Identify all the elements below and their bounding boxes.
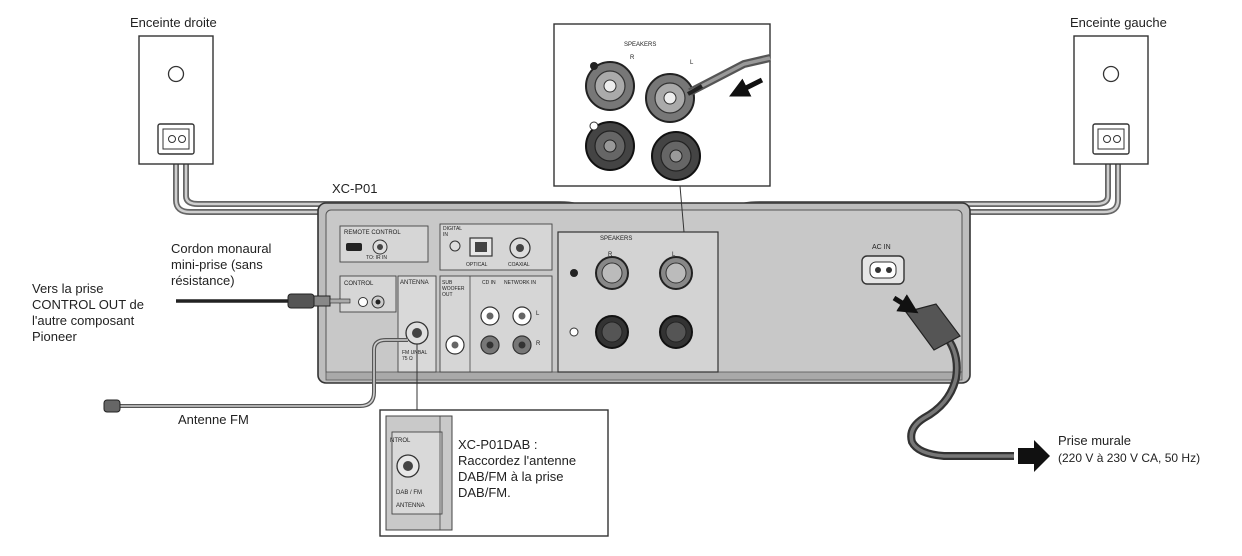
panel-to-ir-in-label: TO: IR IN	[366, 255, 388, 261]
panel-r-label: R	[536, 341, 541, 347]
mono-cord-line-1: Cordon monaural	[171, 241, 272, 256]
panel-coaxial-label: COAXIAL	[508, 262, 530, 268]
panel-ac-in-label: AC IN	[872, 244, 891, 251]
panel-network-in-label: NETWORK IN	[504, 280, 536, 286]
right-speaker	[138, 35, 214, 165]
left-speaker	[1073, 35, 1149, 165]
inset-dab-control: NTROL	[390, 438, 411, 444]
mono-cord-line-3: résistance)	[171, 273, 235, 288]
left-speaker-label: Enceinte gauche	[1070, 15, 1167, 30]
panel-antenna-label: ANTENNA	[400, 280, 429, 286]
fm-antenna-label: Antenne FM	[178, 412, 249, 427]
inset-dab-antenna: ANTENNA	[396, 503, 425, 509]
control-out-line-1: Vers la prise	[32, 281, 104, 296]
panel-fm-unbal-label: FM UNBAL 75 Ω	[402, 350, 428, 362]
dab-note-line-1: XC-P01DAB :	[458, 437, 538, 452]
wall-outlet-arrow	[1018, 440, 1050, 472]
panel-cd-in-label: CD IN	[482, 280, 496, 286]
control-out-line-3: l'autre composant	[32, 313, 135, 328]
inset-dab-fm: DAB / FM	[396, 490, 423, 496]
inset-speakers-r: R	[630, 55, 635, 61]
dab-note-line-4: DAB/FM.	[458, 485, 511, 500]
speaker-terminal-inset	[553, 23, 771, 233]
wall-outlet-line-1: Prise murale	[1058, 433, 1131, 448]
panel-speakers-label: SPEAKERS	[600, 236, 633, 242]
dab-note-line-3: DAB/FM à la prise	[458, 469, 564, 484]
panel-optical-label: OPTICAL	[466, 262, 488, 268]
inset-speakers-title: SPEAKERS	[624, 42, 657, 48]
dab-inset	[379, 344, 609, 537]
panel-l-label: L	[536, 311, 540, 317]
panel-speaker-r-label: R	[608, 252, 613, 258]
model-label: XC-P01	[332, 181, 378, 196]
panel-sub-woofer-out-label: SUB WOOFER OUT	[442, 280, 465, 298]
mono-mini-plug-cord	[176, 293, 351, 309]
wall-outlet-line-2: (220 V à 230 V CA, 50 Hz)	[1058, 451, 1201, 465]
mono-cord-line-2: mini-prise (sans	[171, 257, 263, 272]
dab-note-line-2: Raccordez l'antenne	[458, 453, 577, 468]
control-out-line-4: Pioneer	[32, 329, 77, 344]
inset-speakers-l: L	[690, 60, 694, 66]
panel-speaker-l-label: L	[672, 252, 676, 258]
panel-control-label: CONTROL	[344, 281, 374, 287]
power-cord	[892, 294, 1014, 460]
right-speaker-label: Enceinte droite	[130, 15, 217, 30]
panel-remote-control-label: REMOTE CONTROL	[344, 230, 401, 236]
control-out-line-2: CONTROL OUT de	[32, 297, 144, 312]
fm-antenna-wire	[103, 338, 408, 413]
receiver-unit	[317, 202, 971, 384]
panel-digital-in-label: DIGITAL IN	[443, 226, 462, 238]
